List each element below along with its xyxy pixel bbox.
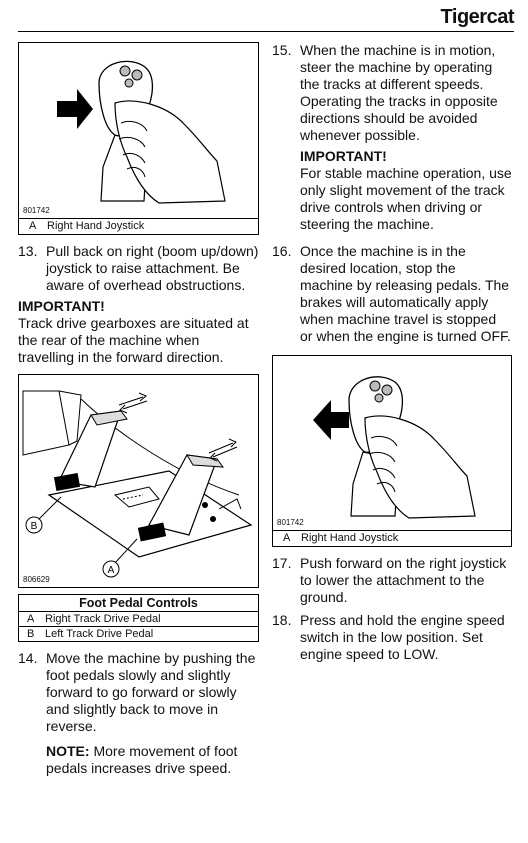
step-text: Pull back on right (boom up/down) joysti… [46, 243, 259, 293]
important-heading: IMPORTANT! [18, 298, 105, 314]
step-18: 18. Press and hold the engine speed swit… [272, 612, 512, 663]
step-number: 17. [272, 555, 292, 571]
important-heading: IMPORTANT! [300, 148, 387, 164]
step-16: 16. Once the machine is in the desired l… [272, 243, 512, 345]
foot-pedal-illustration: B A [22, 390, 253, 578]
legend-title: Foot Pedal Controls [19, 595, 258, 612]
legend-text: Right Track Drive Pedal [45, 613, 161, 625]
joystick-figure-pull: 801742 [18, 42, 259, 219]
legend-text: Left Track Drive Pedal [45, 628, 154, 640]
step-text: Push forward on the right joystick to lo… [300, 555, 507, 605]
caption-text: Right Hand Joystick [47, 220, 145, 232]
caption-text: Right Hand Joystick [301, 532, 399, 544]
joystick-figure-push: 801742 [272, 355, 512, 531]
left-column: 801742 A Right Hand Joystick 13. Pull bac… [18, 42, 259, 777]
step-text: Once the machine is in the desired locat… [300, 243, 511, 344]
figure-number: 801742 [23, 206, 50, 215]
step-number: 18. [272, 612, 292, 628]
right-column: 15. When the machine is in motion, steer… [272, 42, 512, 663]
foot-pedal-legend: Foot Pedal Controls A Right Track Drive P… [18, 594, 259, 642]
caption-letter: A [29, 220, 37, 232]
legend-row: A Right Track Drive Pedal [19, 612, 258, 626]
step-text: When the machine is in motion, steer the… [300, 42, 498, 143]
note: NOTE: More movement of foot pedals incre… [46, 743, 259, 777]
callout-a: A [108, 565, 115, 576]
legend-letter: B [27, 628, 35, 640]
joystick-pull-illustration [57, 60, 226, 204]
step-number: 13. [18, 243, 38, 259]
important-text: For stable machine operation, use only s… [300, 165, 512, 232]
brand-logo: Tigercat [440, 6, 515, 28]
step-15: 15. When the machine is in motion, steer… [272, 42, 512, 144]
foot-pedal-figure: B A 806629 [18, 374, 259, 588]
figure-number: 801742 [277, 518, 304, 527]
step-number: 14. [18, 650, 38, 666]
note-label: NOTE: [46, 743, 90, 759]
step-number: 15. [272, 42, 292, 58]
step-number: 16. [272, 243, 292, 259]
step-14: 14. Move the machine by pushing the foot… [18, 650, 259, 735]
legend-row: B Left Track Drive Pedal [19, 626, 258, 641]
step-text: Move the machine by pushing the foot ped… [46, 650, 256, 734]
caption-letter: A [283, 532, 291, 544]
figure-caption: A Right Hand Joystick [18, 219, 259, 235]
header-rule [18, 31, 514, 32]
joystick-push-illustration [313, 376, 476, 519]
step-text: Press and hold the engine speed switch i… [300, 612, 505, 662]
callout-b: B [31, 521, 38, 532]
important-text: Track drive gearboxes are situated at th… [18, 315, 249, 365]
step-13: 13. Pull back on right (boom up/down) jo… [18, 243, 259, 294]
step-17: 17. Push forward on the right joystick t… [272, 555, 512, 606]
figure-caption: A Right Hand Joystick [272, 531, 512, 547]
figure-number: 806629 [23, 575, 50, 584]
note-text: More movement of foot pedals increases d… [46, 743, 238, 776]
legend-letter: A [27, 613, 35, 625]
